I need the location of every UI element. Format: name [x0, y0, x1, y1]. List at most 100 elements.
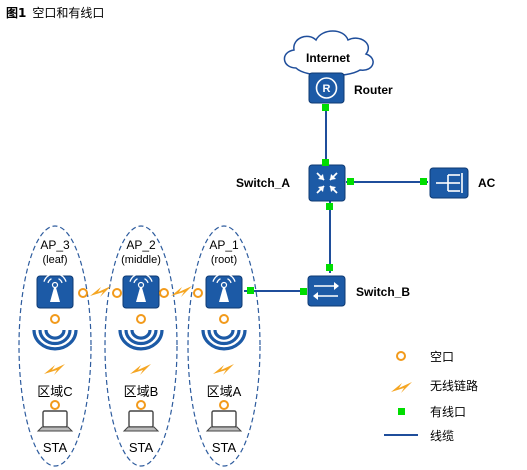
ac-glyph — [436, 173, 463, 193]
legend-label: 线缆 — [430, 429, 454, 443]
switch-a-arrowheads — [318, 174, 336, 192]
antenna-icon — [136, 284, 146, 302]
signal-arc — [229, 274, 236, 282]
wifi-wave-icon — [118, 329, 164, 351]
air-port — [193, 288, 203, 298]
wireless-link-ap3-ap2 — [78, 286, 122, 298]
signal-arc — [60, 274, 67, 282]
air-port — [78, 288, 88, 298]
air-port — [112, 288, 122, 298]
sta-label: STA — [212, 440, 237, 455]
wifi-wave-icon — [130, 329, 152, 340]
laptop-base — [205, 426, 243, 432]
switch-b-icon — [307, 275, 346, 307]
cables — [244, 105, 428, 292]
signal-arc — [216, 278, 221, 284]
lightning-icon — [213, 364, 234, 375]
switch-a: Switch_A — [236, 164, 346, 202]
signal-arc — [227, 278, 232, 284]
wired-port — [326, 203, 333, 210]
zone-c-ellipse — [18, 225, 92, 467]
wifi-wave-icon — [44, 329, 66, 340]
laptop-base — [36, 426, 74, 432]
figure-number: 图1 — [6, 6, 27, 20]
air-port — [136, 314, 146, 324]
wired-port — [322, 159, 329, 166]
signal-arc — [212, 274, 219, 282]
switch-a-label: Switch_A — [236, 176, 290, 190]
ac-label: AC — [478, 176, 496, 190]
sta-label: STA — [43, 440, 68, 455]
wired-port-icon — [398, 408, 405, 415]
wireless-link-ap2-ap1 — [159, 286, 203, 298]
lightning-icon — [44, 364, 65, 375]
switch-b: Switch_B — [307, 275, 410, 307]
signal-arc — [58, 278, 63, 284]
figure-caption: 空口和有线口 — [32, 6, 105, 20]
antenna-icon — [219, 284, 229, 302]
wired-ports — [247, 104, 427, 295]
router-icon — [308, 72, 345, 104]
router-icon-letter: R — [323, 83, 331, 95]
air-port-icon — [396, 351, 406, 361]
signal-arc — [146, 274, 153, 282]
ap-name: AP_2 — [126, 238, 156, 252]
lightning-icon — [90, 286, 111, 297]
switch-a-icon — [308, 164, 346, 202]
zones — [18, 225, 261, 467]
zone-label: 区域B — [124, 384, 159, 399]
signal-arc — [144, 278, 149, 284]
internet-label: Internet — [306, 51, 350, 65]
air-port — [136, 400, 146, 410]
ap-role: (middle) — [121, 254, 161, 266]
laptop-icon — [128, 410, 154, 428]
air-port — [219, 400, 229, 410]
zone-b-ellipse — [104, 225, 178, 467]
wireless-links — [78, 286, 203, 298]
laptop-icon — [42, 410, 68, 428]
switch-b-arrowheads — [313, 282, 339, 300]
signal-arc — [47, 278, 52, 284]
internet-cloud: Internet — [283, 30, 374, 77]
air-port — [219, 314, 229, 324]
ap-name: AP_1 — [209, 238, 239, 252]
cloud-icon — [283, 30, 374, 77]
antenna-icon — [50, 284, 60, 302]
ac: AC — [429, 167, 496, 199]
antenna-tip — [220, 281, 228, 289]
ap-role: (root) — [211, 254, 237, 266]
legend-label: 空口 — [430, 350, 454, 364]
router: R Router — [308, 72, 393, 104]
legend-label: 有线口 — [430, 405, 466, 419]
wired-port — [347, 178, 354, 185]
legend-item-air-port: 空口 — [396, 350, 454, 364]
wifi-wave-icon — [124, 329, 158, 346]
legend: 空口 无线链路 有线口 线缆 — [384, 350, 478, 443]
wifi-wave-icon — [201, 329, 247, 351]
switch-b-label: Switch_B — [356, 285, 410, 299]
wired-port — [322, 104, 329, 111]
legend-item-cable: 线缆 — [384, 429, 454, 443]
air-port — [159, 288, 169, 298]
figure-title: 图1 空口和有线口 — [6, 4, 104, 21]
lightning-icon — [130, 364, 151, 375]
legend-label: 无线链路 — [430, 378, 478, 393]
wired-port — [300, 288, 307, 295]
antenna-tip — [51, 281, 59, 289]
wired-port — [420, 178, 427, 185]
signal-arc — [129, 274, 136, 282]
ap-name: AP_3 — [40, 238, 70, 252]
zone-label: 区域C — [37, 384, 72, 399]
legend-item-wired-port: 有线口 — [398, 405, 466, 419]
wifi-wave-icon — [38, 329, 72, 346]
signal-arc — [133, 278, 138, 284]
antenna-tip — [137, 281, 145, 289]
signal-arc — [43, 274, 50, 282]
sta-label: STA — [129, 440, 154, 455]
router-label: Router — [354, 83, 393, 97]
lightning-icon — [391, 382, 412, 393]
router-ring — [315, 77, 338, 99]
